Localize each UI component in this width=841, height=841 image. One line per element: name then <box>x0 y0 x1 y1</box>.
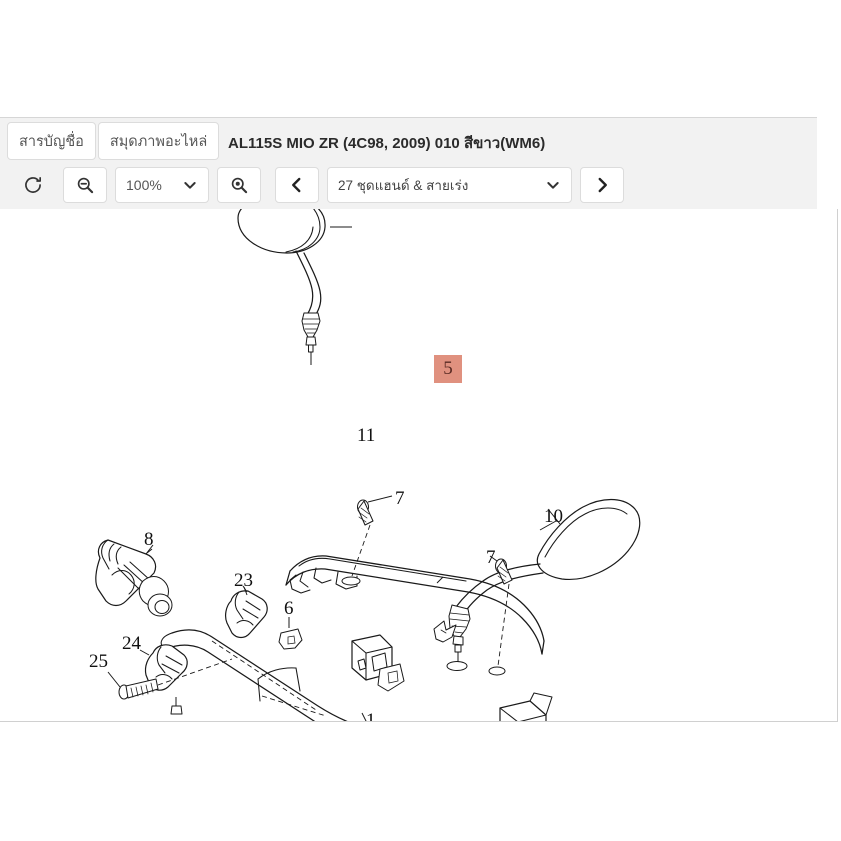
zoom-in-button[interactable] <box>217 167 261 203</box>
parts-diagram[interactable]: .ln{fill:none;stroke:#1a1a1a;stroke-widt… <box>0 209 700 722</box>
part-25-bolt <box>107 658 233 700</box>
page-bottom-whitespace <box>0 723 841 841</box>
chevron-left-icon <box>288 176 306 194</box>
page-top-whitespace <box>0 0 841 117</box>
svg-text:1: 1 <box>366 710 376 722</box>
svg-text:11: 11 <box>357 425 375 446</box>
tab-catalog-label: สมุดภาพอะไหล่ <box>109 133 208 150</box>
tab-index-label: สารบัญชื่อ <box>19 133 84 150</box>
part-23-clamp <box>225 586 268 639</box>
zoom-out-icon <box>75 175 95 195</box>
svg-text:7: 7 <box>395 488 405 509</box>
svg-text:6: 6 <box>284 598 294 619</box>
center-frame <box>257 667 327 717</box>
parts-diagram-svg[interactable]: .ln{fill:none;stroke:#1a1a1a;stroke-widt… <box>0 209 700 722</box>
toolbar-left-group: 100% <box>11 167 624 203</box>
refresh-button[interactable] <box>11 167 55 203</box>
diagram-viewer[interactable]: .ln{fill:none;stroke:#1a1a1a;stroke-widt… <box>0 209 838 722</box>
chevron-down-icon <box>545 177 561 193</box>
highlighted-callout-5[interactable] <box>434 355 462 383</box>
part-6-clips <box>278 617 303 650</box>
tab-index[interactable]: สารบัญชื่อ <box>7 122 96 160</box>
zoom-level-value: 100% <box>126 177 162 193</box>
tab-bar: สารบัญชื่อ สมุดภาพอะไหล่ <box>7 122 220 160</box>
tab-catalog[interactable]: สมุดภาพอะไหล่ <box>97 122 220 160</box>
chevron-right-icon <box>593 176 611 194</box>
zoom-in-icon <box>229 175 249 195</box>
svg-text:7: 7 <box>486 547 496 568</box>
svg-text:23: 23 <box>234 570 253 591</box>
section-value: 27 ชุดแฮนด์ & สายเร่ง <box>338 178 469 193</box>
refresh-icon <box>23 175 43 195</box>
svg-text:10: 10 <box>544 506 563 527</box>
part-7-bolts <box>351 495 513 667</box>
svg-text:7: 7 <box>213 718 223 722</box>
part-8-left-grip <box>95 539 173 617</box>
callout-numbers: 11 7 10 7 8 23 6 24 25 7 1 3 7 6 4 12 13 <box>89 425 563 722</box>
section-select[interactable]: 27 ชุดแฮนด์ & สายเร่ง <box>327 167 572 203</box>
switch-housing <box>351 634 553 721</box>
svg-text:8: 8 <box>144 529 154 550</box>
zoom-level-select[interactable]: 100% <box>115 167 209 203</box>
previous-section-button[interactable] <box>275 167 319 203</box>
svg-text:25: 25 <box>89 651 108 672</box>
part-11-mirror <box>237 209 352 365</box>
callout-leaders <box>145 520 557 593</box>
part-5-handle-cover <box>285 555 545 676</box>
part-10-mirror <box>448 498 641 665</box>
page-title: AL115S MIO ZR (4C98, 2009) 010 สีขาว(WM6… <box>228 135 546 152</box>
chevron-down-icon <box>182 177 198 193</box>
part-12-cable <box>170 697 183 715</box>
svg-text:24: 24 <box>122 633 142 654</box>
next-section-button[interactable] <box>580 167 624 203</box>
highlighted-callout-5-label: 5 <box>443 358 453 379</box>
zoom-out-button[interactable] <box>63 167 107 203</box>
